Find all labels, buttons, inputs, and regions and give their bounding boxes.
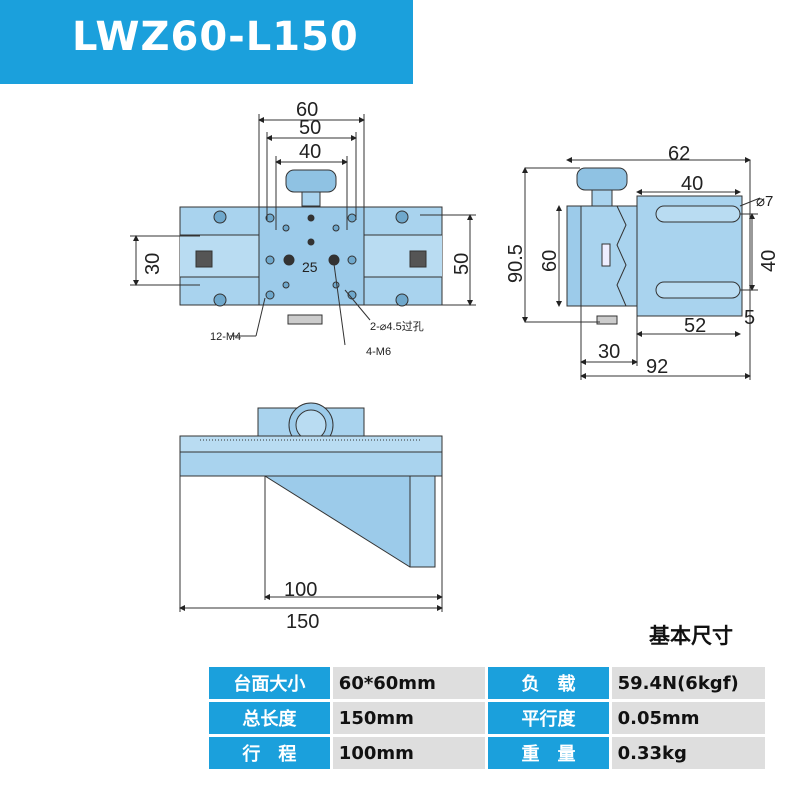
dim-d7: ⌀7 xyxy=(756,193,773,210)
dim-50-vert: 50 xyxy=(451,253,473,275)
dim-90-5: 90.5 xyxy=(505,244,527,283)
dim-25: 25 xyxy=(302,259,318,275)
spec-label: 总长度 xyxy=(209,702,330,734)
callout-hole: 2-⌀4.5过孔 xyxy=(370,320,424,333)
spec-table: 台面大小 60*60mm 负 载 59.4N(6kgf) 总长度 150mm 平… xyxy=(206,664,768,772)
spec-value: 0.33kg xyxy=(611,737,765,769)
spec-value: 0.05mm xyxy=(611,702,765,734)
spec-row: 总长度 150mm 平行度 0.05mm xyxy=(209,702,765,734)
end-stop-right xyxy=(409,250,427,268)
spec-label: 平行度 xyxy=(488,702,609,734)
spec-value: 60*60mm xyxy=(332,667,486,699)
spec-value: 59.4N(6kgf) xyxy=(611,667,765,699)
dim-5: 5 xyxy=(744,307,755,329)
dim-40-vert-side: 40 xyxy=(758,250,780,272)
dim-150: 150 xyxy=(286,611,319,633)
spec-value: 100mm xyxy=(332,737,486,769)
spec-label: 行 程 xyxy=(209,737,330,769)
side-view xyxy=(522,157,761,380)
end-stop-left xyxy=(195,250,213,268)
front-base xyxy=(179,451,443,477)
dim-50: 50 xyxy=(299,117,321,139)
specs-heading: 基本尺寸 xyxy=(649,624,733,648)
callout-m6: 4-M6 xyxy=(366,346,391,358)
adjust-knob xyxy=(285,169,337,193)
spec-row: 行 程 100mm 重 量 0.33kg xyxy=(209,737,765,769)
dim-60-side: 60 xyxy=(539,250,561,272)
dim-100: 100 xyxy=(284,579,317,601)
dim-52: 52 xyxy=(684,315,706,337)
dim-60: 60 xyxy=(296,99,318,121)
product-title: LWZ60-L150 xyxy=(72,14,359,60)
top-view xyxy=(130,114,476,346)
dim-92: 92 xyxy=(646,356,668,378)
callout-m4: 12-M4 xyxy=(210,331,241,343)
front-bracket xyxy=(263,475,431,568)
stage-table xyxy=(258,206,365,306)
knob-stem xyxy=(301,191,321,207)
dim-40: 40 xyxy=(299,141,321,163)
spec-label: 重 量 xyxy=(488,737,609,769)
dim-30-side: 30 xyxy=(598,341,620,363)
spec-label: 负 载 xyxy=(488,667,609,699)
spec-row: 台面大小 60*60mm 负 载 59.4N(6kgf) xyxy=(209,667,765,699)
dim-62: 62 xyxy=(668,143,690,165)
dim-30: 30 xyxy=(142,253,164,275)
front-view xyxy=(179,402,443,612)
title-banner: LWZ60-L150 xyxy=(0,0,413,84)
spec-value: 150mm xyxy=(332,702,486,734)
dim-40-side: 40 xyxy=(681,173,703,195)
spec-label: 台面大小 xyxy=(209,667,330,699)
